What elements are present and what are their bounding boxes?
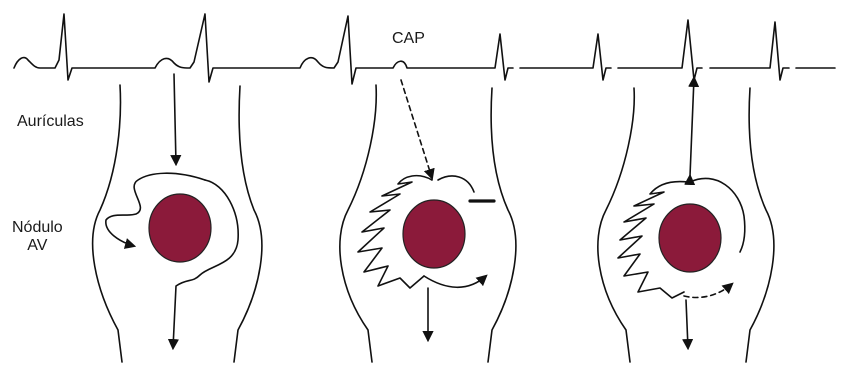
av-node-label-line1: Nódulo xyxy=(12,219,63,237)
left-wall xyxy=(93,85,122,362)
exit-arc xyxy=(424,276,486,287)
premature-impulse-arrow xyxy=(401,80,432,178)
dashed-return-arc xyxy=(684,284,732,298)
panel-blocked-pathway xyxy=(340,80,516,362)
av-node xyxy=(659,204,721,272)
panel-reentry xyxy=(598,78,774,362)
exit-arrow xyxy=(686,300,688,348)
left-wall xyxy=(598,88,634,362)
right-wall xyxy=(746,88,774,362)
ecg-segment-1 xyxy=(14,14,513,84)
ecg-trace xyxy=(14,14,835,84)
left-wall xyxy=(340,85,376,362)
retrograde-arrow xyxy=(690,78,694,176)
av-node-label-line2: AV xyxy=(12,237,63,255)
blocked-pathway xyxy=(438,176,474,192)
av-node xyxy=(149,194,211,262)
cap-label: CAP xyxy=(392,30,425,48)
av-node xyxy=(403,200,465,268)
ecg-segment-4 xyxy=(710,22,789,80)
ecg-segment-2 xyxy=(520,34,611,80)
right-wall xyxy=(488,88,516,362)
av-node-label: Nódulo AV xyxy=(12,219,63,256)
ecg-segment-3 xyxy=(618,20,702,80)
atrial-arrow xyxy=(174,74,176,164)
panel-normal-conduction xyxy=(93,74,262,362)
atria-label: Aurículas xyxy=(17,113,84,131)
